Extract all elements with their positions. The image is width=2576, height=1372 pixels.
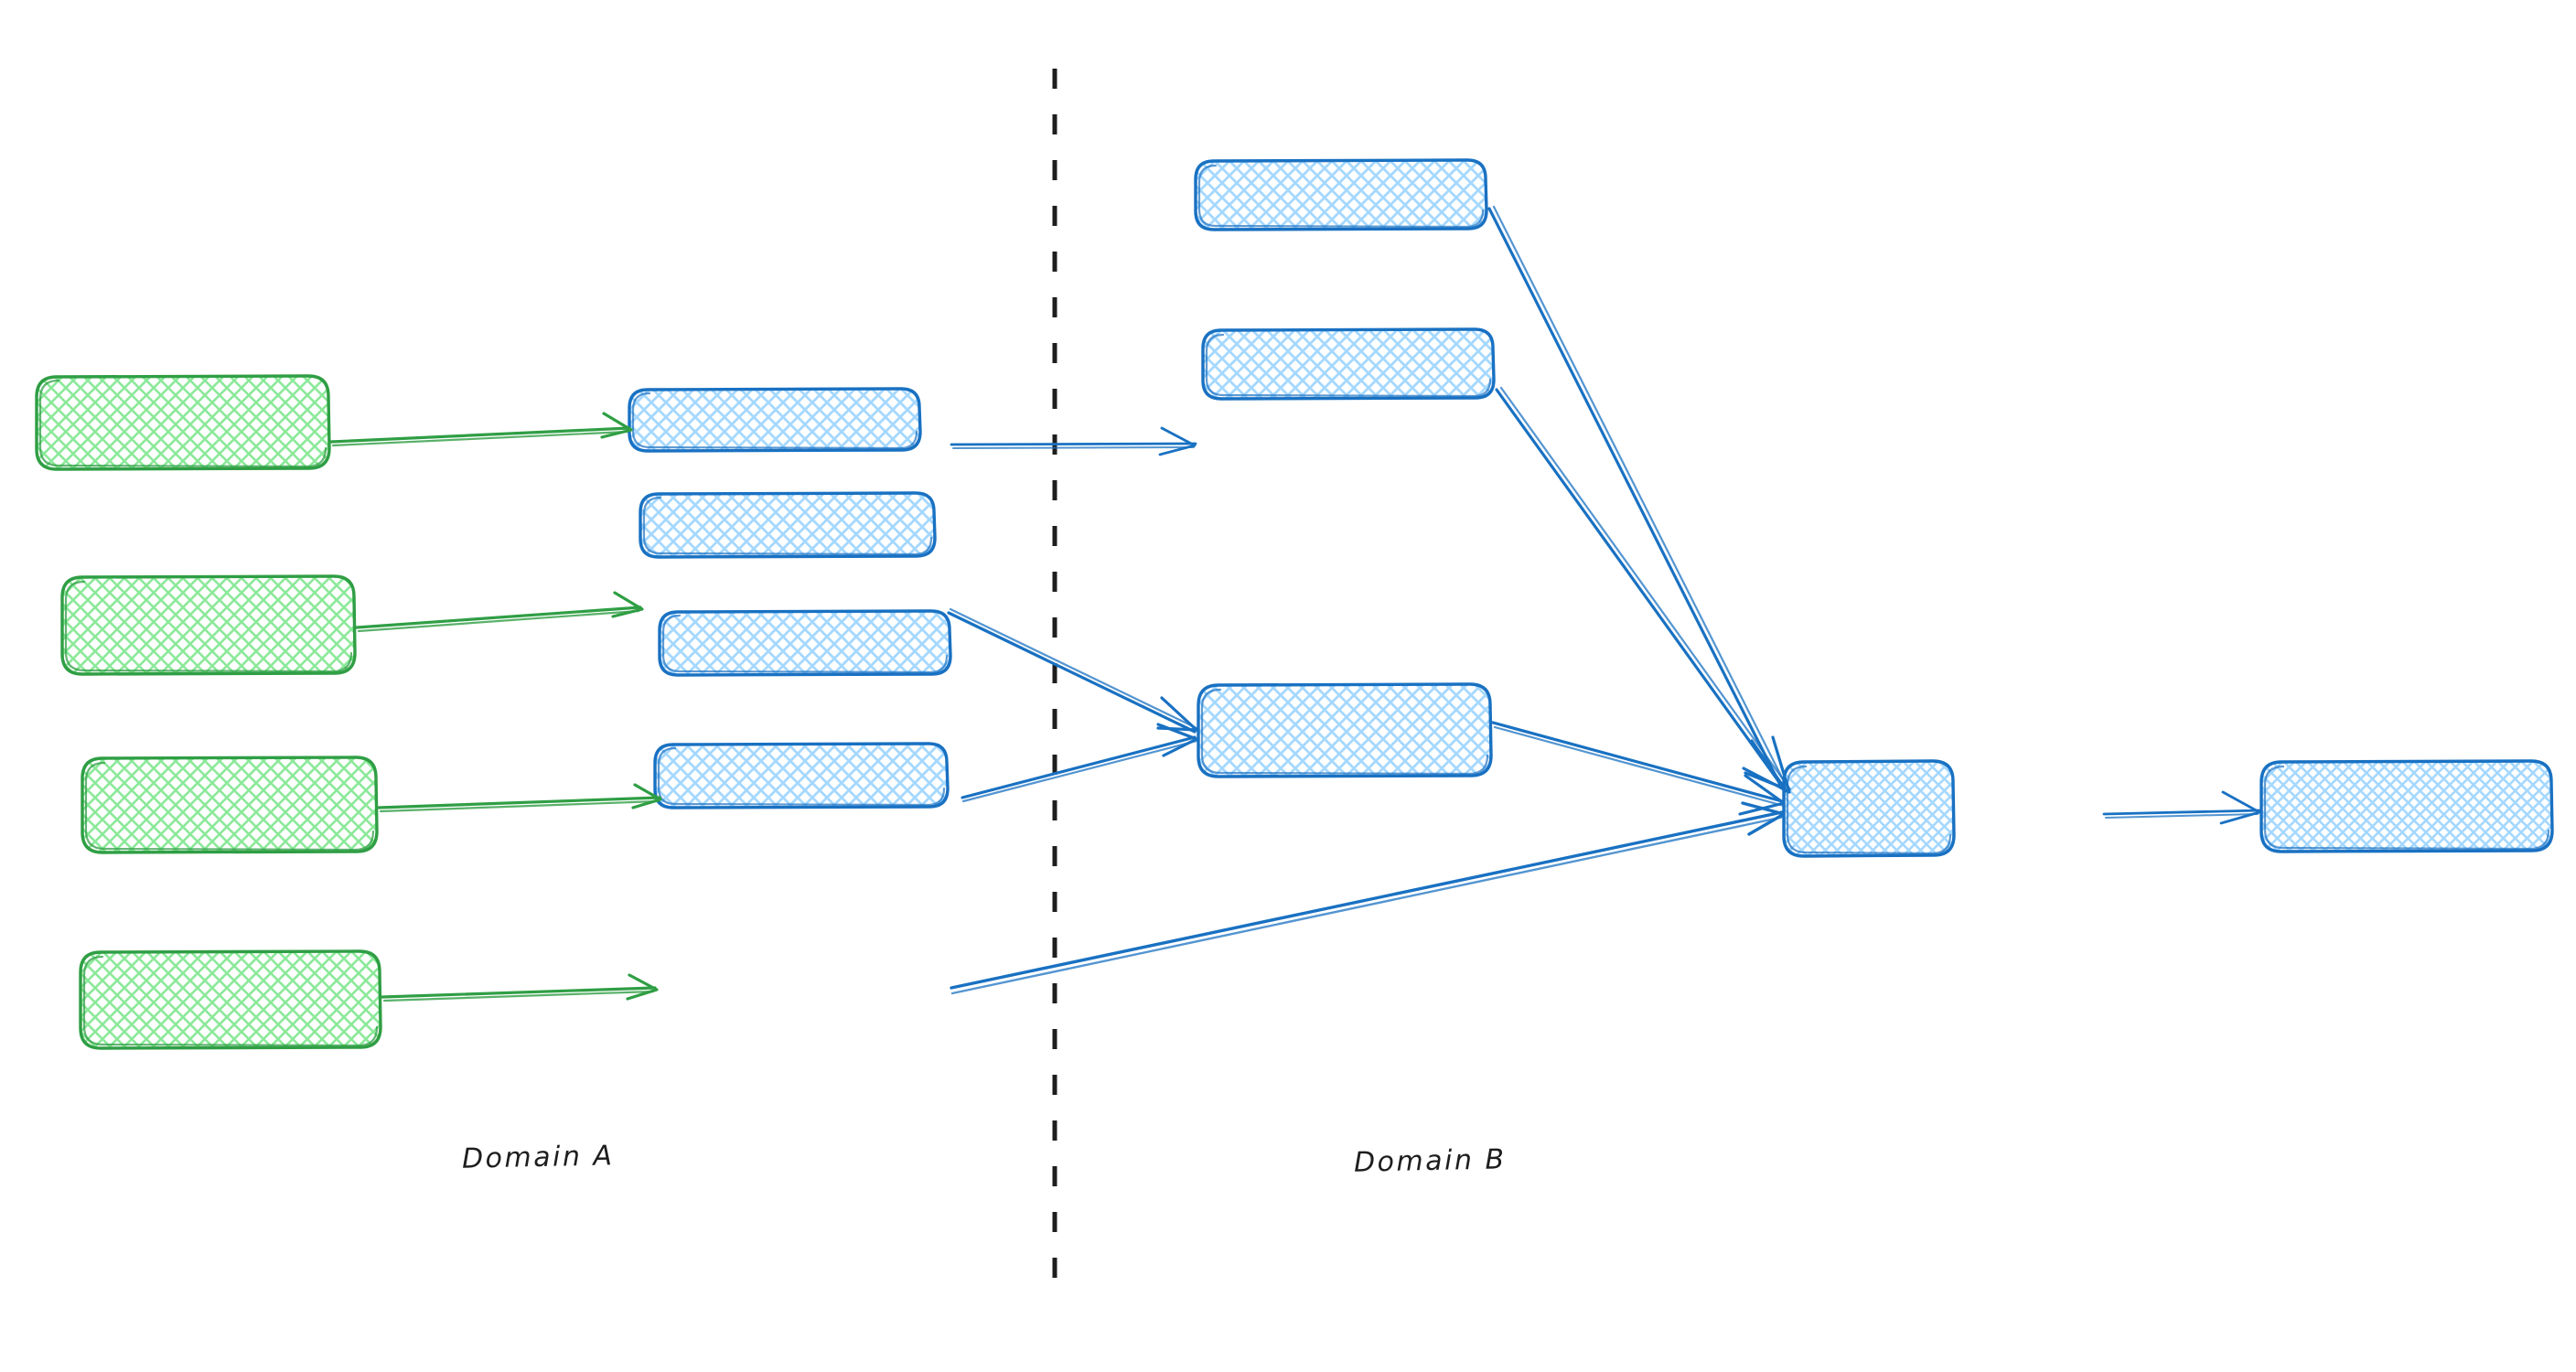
node-b2[interactable] — [639, 491, 937, 559]
edge-a2-b2 — [355, 591, 644, 633]
node-a3[interactable] — [80, 756, 379, 854]
edge-b1-c2 — [950, 426, 1197, 456]
node-a1[interactable] — [35, 374, 331, 471]
node-b1[interactable] — [628, 387, 922, 453]
edge-c2-d1 — [1495, 386, 1792, 794]
domain-a-label: Domain A — [461, 1140, 615, 1175]
edge-b2-c3 — [947, 607, 1198, 734]
domain-b-label: Domain B — [1353, 1143, 1507, 1179]
node-c1[interactable] — [1194, 158, 1488, 231]
node-b4[interactable] — [653, 742, 950, 809]
edge-c3-d1 — [1491, 721, 1786, 816]
node-a4[interactable] — [79, 949, 382, 1050]
edge-b4-d1 — [950, 801, 1786, 995]
node-b3[interactable] — [658, 609, 952, 677]
node-a2[interactable] — [60, 574, 357, 676]
edge-c1-d1 — [1487, 205, 1788, 790]
edge-a1-b1 — [329, 412, 633, 447]
node-d1-hub[interactable] — [1782, 759, 1956, 858]
edge-a4-b4 — [381, 973, 659, 1002]
edge-b3-c3 — [961, 723, 1198, 803]
edge-d1-e1 — [2102, 790, 2261, 825]
node-c2[interactable] — [1201, 327, 1496, 401]
node-e1-sink[interactable] — [2259, 759, 2554, 853]
edge-a3-b3 — [377, 783, 662, 813]
node-c3[interactable] — [1197, 682, 1493, 778]
